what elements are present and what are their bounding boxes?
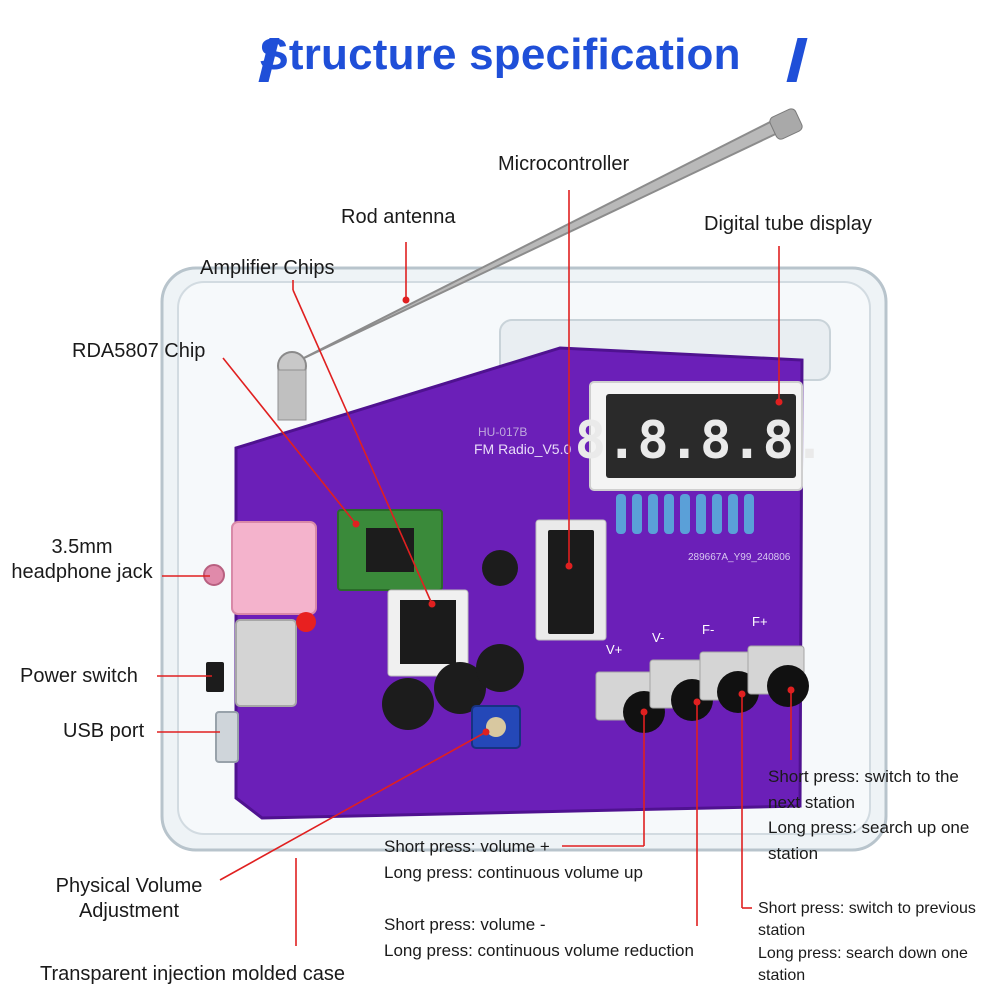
volume-down-note: Short press: volume - Long press: contin… xyxy=(384,912,694,963)
usb-port-label: USB port xyxy=(63,720,145,742)
next-long-note-line2: station xyxy=(768,843,819,863)
title-area: Structure specification xyxy=(0,28,1000,88)
case-label: Transparent injection molded case xyxy=(40,963,345,985)
headphone-jack xyxy=(203,521,317,615)
headphone-jack-label: 3.5mm headphone jack xyxy=(4,535,160,585)
volume-down-short-note: Short press: volume - xyxy=(384,915,546,934)
prev-short-note-line2: station xyxy=(758,922,806,940)
capacitors xyxy=(382,550,524,730)
prev-short-note-line1: Short press: switch to previous xyxy=(758,900,976,917)
button-label-fplus: F+ xyxy=(752,614,768,629)
amplifier-chips-label: Amplifier Chips xyxy=(200,257,335,279)
leader-lines xyxy=(157,190,792,946)
rod-antenna-label: Rod antenna xyxy=(341,206,456,228)
next-long-note-line1: Long press: search up one xyxy=(768,818,970,837)
volume-up-note: Short press: volume + Long press: contin… xyxy=(384,834,643,885)
power-switch-label: Power switch xyxy=(20,665,138,687)
volume-down-long-note: Long press: continuous volume reduction xyxy=(384,940,694,960)
microcontroller-label: Microcontroller xyxy=(498,153,630,175)
board-model: HU-017B xyxy=(478,425,527,439)
rda5807-module xyxy=(337,509,443,591)
volume-up-long-note: Long press: continuous volume up xyxy=(384,862,643,882)
power-switch xyxy=(206,619,297,707)
prev-long-note-line1: Long press: search down one xyxy=(758,944,968,962)
next-short-note-line1: Short press: switch to the xyxy=(768,767,959,786)
microcontroller-chip xyxy=(535,519,607,641)
volume-potentiometer xyxy=(471,705,521,749)
display-digits: 8.8.8.8. xyxy=(575,411,825,471)
red-led xyxy=(296,612,316,632)
button-label-fminus: F- xyxy=(702,622,714,637)
prev-long-note-line2: station xyxy=(758,967,806,985)
digital-tube-display-label: Digital tube display xyxy=(704,213,872,235)
volume-adjust-label-line1: Physical Volume xyxy=(55,875,203,897)
page-title: Structure specification xyxy=(259,30,741,79)
digital-tube-display: 8.8.8.8. xyxy=(575,381,825,491)
rod-antenna xyxy=(277,108,803,421)
headphone-jack-label-line1: 3.5mm xyxy=(51,536,113,558)
volume-up-short-note: Short press: volume + xyxy=(384,837,550,856)
next-station-note: Short press: switch to the next station … xyxy=(768,764,969,866)
amplifier-chip xyxy=(387,589,469,677)
volume-adjust-label-line2: Adjustment xyxy=(78,900,180,922)
button-label-vplus: V+ xyxy=(606,642,622,657)
button-label-vminus: V- xyxy=(652,630,664,645)
usb-port xyxy=(215,711,239,763)
volume-adjust-label: Physical Volume Adjustment xyxy=(38,874,220,924)
prev-station-note: Short press: switch to previous station … xyxy=(758,898,976,988)
board-name: FM Radio_V5.0 xyxy=(474,441,571,457)
next-short-note-line2: next station xyxy=(768,792,855,812)
board-serial: 289667A_Y99_240806 xyxy=(688,552,791,563)
resistor-array xyxy=(616,494,754,534)
leader-dots xyxy=(352,296,795,736)
headphone-jack-label-line2: headphone jack xyxy=(11,561,153,583)
rda5807-chip-label: RDA5807 Chip xyxy=(72,340,206,362)
